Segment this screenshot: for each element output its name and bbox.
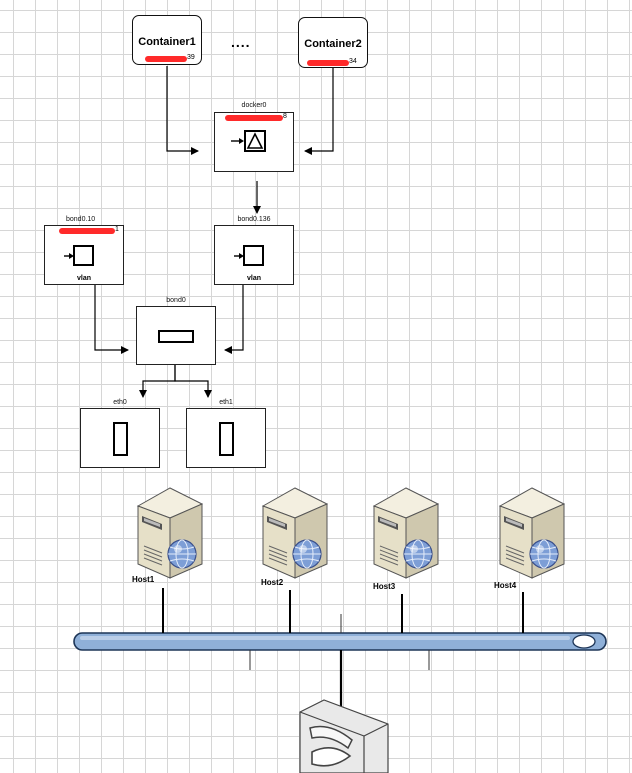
docker0-ip-tail: 8 — [283, 113, 287, 120]
nic-icon — [219, 422, 234, 456]
vlan136-type: vlan — [246, 275, 261, 282]
bond0-label: bond0 — [166, 297, 186, 304]
container1-ip-redaction — [145, 56, 187, 62]
link-container2-docker0 — [304, 68, 334, 155]
vlan10-ip-redaction — [59, 228, 115, 234]
link-container1-docker0 — [166, 66, 199, 155]
container1-ip-tail: 39 — [187, 54, 195, 61]
more-containers-ellipsis: .... — [231, 34, 251, 50]
host4-label: Host4 — [494, 581, 517, 590]
bridge-icon — [231, 130, 266, 152]
link-vlan136-bond0 — [224, 285, 244, 354]
bond-icon — [158, 330, 194, 343]
host3-server-icon — [373, 487, 439, 579]
switch-icon — [299, 699, 389, 773]
eth0-nic[interactable] — [80, 408, 160, 468]
host2-label: Host2 — [261, 578, 284, 587]
vlan-icon — [234, 245, 264, 266]
docker0-label: docker0 — [241, 102, 267, 109]
host1-label: Host1 — [132, 575, 155, 584]
container1-node[interactable]: Container1 39 — [132, 15, 202, 65]
host1-server-icon — [137, 487, 203, 579]
docker0-ip-redaction — [225, 115, 283, 121]
link-bond0-eth1 — [174, 365, 212, 398]
eth0-label: eth0 — [113, 399, 127, 406]
vlan136-interface[interactable]: vlan — [214, 225, 294, 285]
host4-server-icon — [499, 487, 565, 579]
vlan10-type: vlan — [76, 275, 91, 282]
link-vlan10-bond0 — [94, 285, 129, 354]
vlan10-label: bond0.10 — [66, 216, 96, 223]
host2-server-icon — [262, 487, 328, 579]
container2-node[interactable]: Container2 34 — [298, 17, 368, 68]
container1-label: Container1 — [138, 36, 196, 48]
vlan136-label: bond0.136 — [237, 216, 271, 223]
vlan10-interface[interactable]: 1 vlan — [44, 225, 124, 285]
eth1-label: eth1 — [219, 399, 233, 406]
docker0-bridge[interactable]: 8 — [214, 112, 294, 172]
host3-label: Host3 — [373, 582, 396, 591]
container2-ip-tail: 34 — [349, 58, 357, 65]
eth1-nic[interactable] — [186, 408, 266, 468]
nic-icon — [113, 422, 128, 456]
container2-ip-redaction — [307, 60, 349, 66]
vlan10-ip-tail: 1 — [115, 226, 119, 233]
container2-label: Container2 — [304, 38, 362, 50]
bond0-interface[interactable] — [136, 306, 216, 365]
vlan-icon — [64, 245, 94, 266]
